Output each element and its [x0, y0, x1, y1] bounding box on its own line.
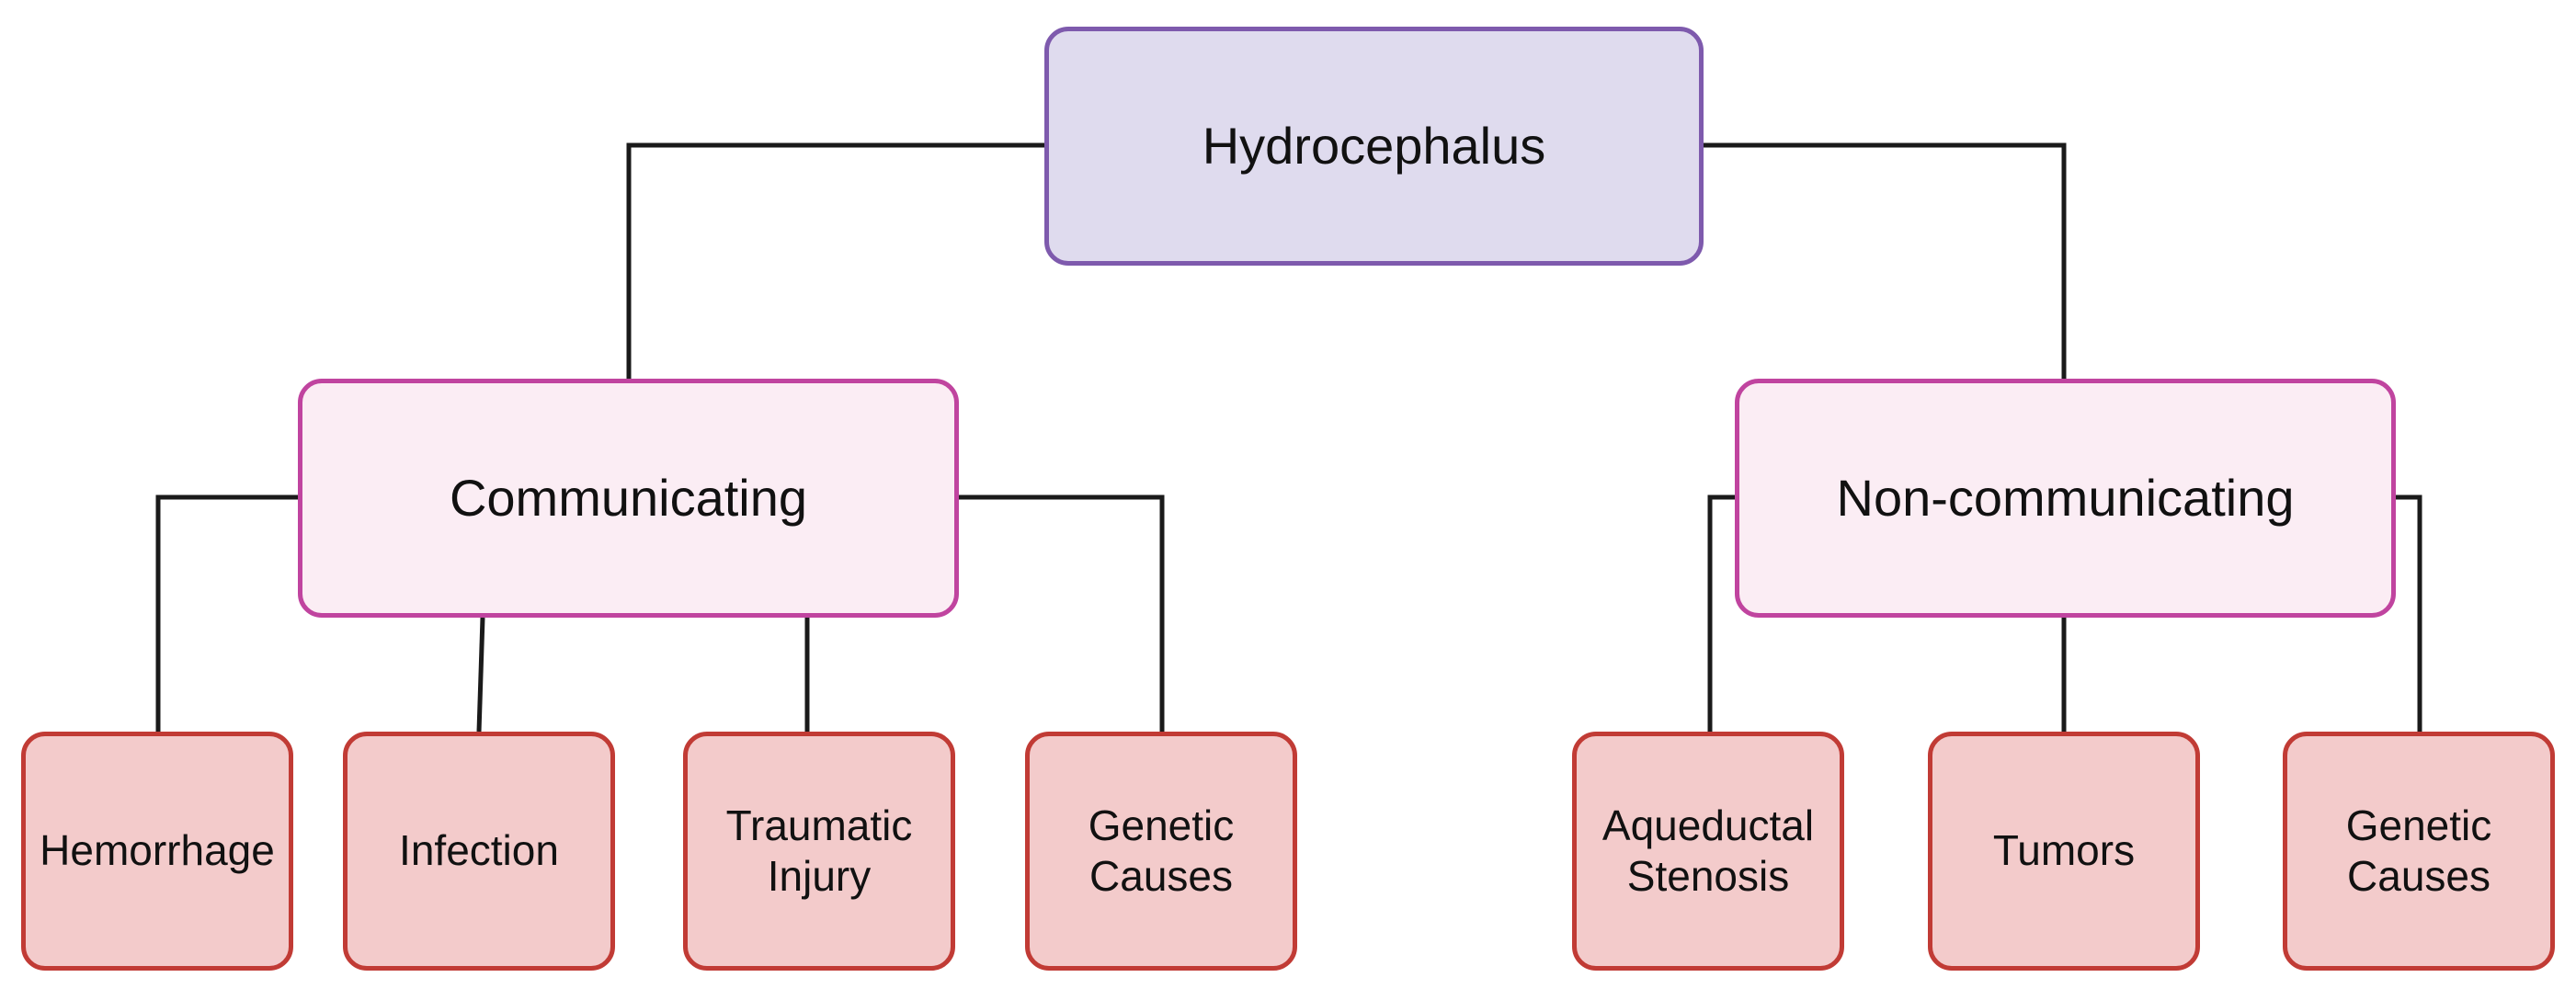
connector-noncommunicating-aqueductal-stenosis — [1707, 494, 1735, 732]
connector-root-noncommunicating — [1704, 142, 2067, 379]
node-communicating-label: Communicating — [449, 469, 808, 528]
node-genetic-causes-communicating-label: Genetic Causes — [1088, 801, 1235, 900]
node-genetic-causes-noncommunicating-label: Genetic Causes — [2345, 801, 2492, 900]
node-tumors-label: Tumors — [1992, 826, 2136, 875]
node-aqueductal-stenosis: Aqueductal Stenosis — [1572, 732, 1844, 971]
node-aqueductal-stenosis-label: Aqueductal Stenosis — [1601, 801, 1815, 900]
node-genetic-causes-communicating: Genetic Causes — [1025, 732, 1297, 971]
node-traumatic-injury-label: Traumatic Injury — [725, 801, 913, 900]
connector-communicating-genetic-causes — [959, 494, 1165, 732]
node-hemorrhage: Hemorrhage — [21, 732, 293, 971]
node-hemorrhage-label: Hemorrhage — [40, 826, 275, 875]
node-hydrocephalus: Hydrocephalus — [1044, 27, 1704, 266]
node-infection: Infection — [343, 732, 615, 971]
node-infection-label: Infection — [399, 826, 559, 875]
connector-communicating-infection — [476, 617, 485, 733]
node-traumatic-injury: Traumatic Injury — [683, 732, 955, 971]
connector-root-communicating — [626, 142, 1044, 379]
connector-noncommunicating-genetic-causes — [2396, 494, 2422, 732]
connector-communicating-hemorrhage — [155, 494, 298, 732]
node-communicating: Communicating — [298, 379, 959, 618]
node-non-communicating-label: Non-communicating — [1836, 469, 2295, 528]
node-genetic-causes-noncommunicating: Genetic Causes — [2283, 732, 2555, 971]
node-tumors: Tumors — [1928, 732, 2200, 971]
node-hydrocephalus-label: Hydrocephalus — [1202, 117, 1546, 176]
node-non-communicating: Non-communicating — [1735, 379, 2396, 618]
